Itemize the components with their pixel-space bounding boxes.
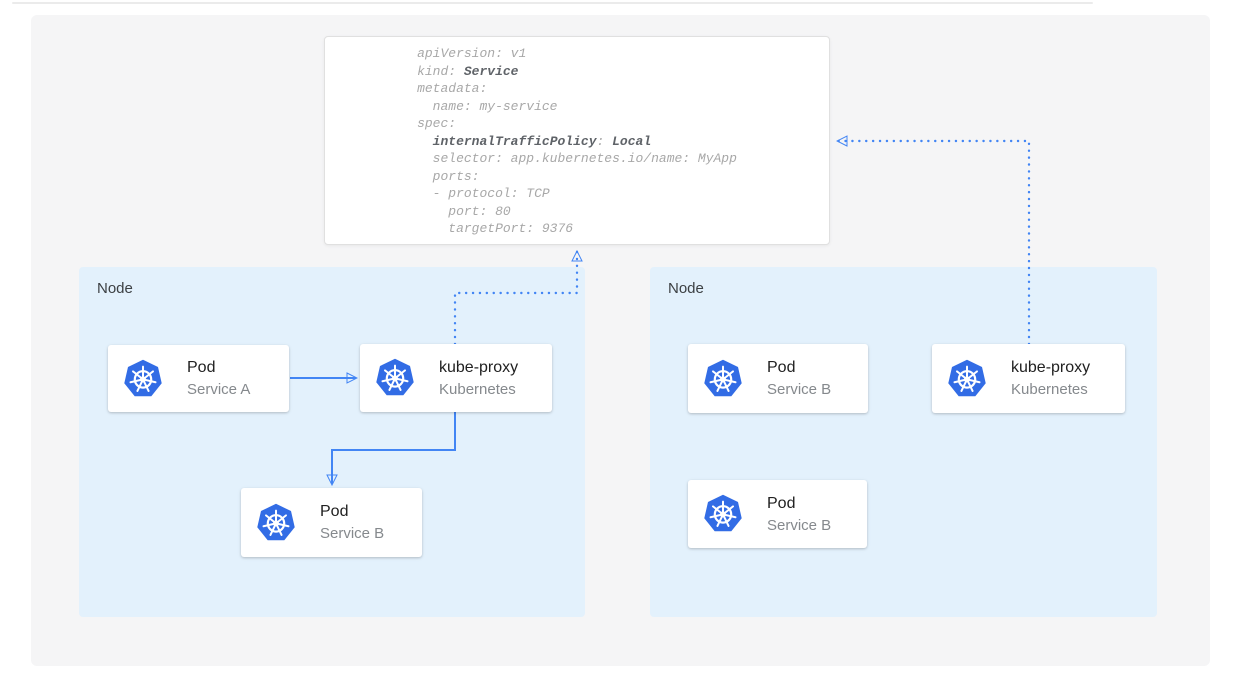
card-text: Pod Service B	[320, 502, 384, 543]
node-label: Node	[668, 280, 704, 297]
kubernetes-logo-icon	[256, 503, 296, 543]
code-line: - protocol: TCP	[417, 186, 550, 201]
card-subtitle: Service A	[187, 381, 251, 398]
code-line: targetPort: 9376	[417, 221, 574, 236]
card-title: Pod	[187, 359, 216, 376]
kubernetes-logo-icon	[703, 494, 743, 534]
kubernetes-logo-icon	[947, 359, 987, 399]
card-text: Pod Service B	[767, 494, 831, 535]
code-line: kind: Service	[417, 63, 519, 79]
code-line: internalTrafficPolicy: Local	[432, 133, 652, 149]
kube-proxy-right-card: kube-proxy Kubernetes	[932, 344, 1125, 413]
card-subtitle: Service B	[767, 381, 832, 398]
node-box-right: Node	[650, 267, 1157, 617]
kube-proxy-left-card: kube-proxy Kubernetes	[360, 344, 552, 412]
card-title: Pod	[767, 359, 796, 376]
pod-service-a-card: Pod Service A	[108, 345, 289, 412]
card-title: kube-proxy	[439, 358, 519, 376]
yaml-code: apiVersion: v1 kind: Service metadata: nam…	[417, 45, 737, 244]
kubernetes-logo-icon	[123, 359, 163, 399]
card-subtitle: Kubernetes	[439, 380, 516, 398]
card-subtitle: Service B	[320, 525, 385, 542]
node-box-left: Node	[79, 267, 585, 617]
card-subtitle: Kubernetes	[1011, 381, 1088, 398]
card-text: Pod Service A	[187, 358, 250, 399]
card-title: kube-proxy	[1011, 359, 1091, 376]
kubernetes-logo-icon	[375, 358, 415, 398]
code-line: spec:	[417, 116, 457, 131]
code-line: ports:	[417, 168, 480, 184]
code-line: apiVersion: v1	[417, 46, 527, 61]
node-label: Node	[97, 280, 133, 297]
pod-service-b-right-bottom-card: Pod Service B	[688, 480, 867, 548]
card-text: kube-proxy Kubernetes	[1011, 358, 1090, 399]
card-text: Pod Service B	[767, 358, 831, 399]
code-line: name: my-service	[417, 98, 558, 114]
card-text: kube-proxy Kubernetes	[439, 358, 518, 399]
card-title: Pod	[320, 503, 349, 520]
page-divider-line	[12, 2, 1093, 4]
pod-service-b-right-top-card: Pod Service B	[688, 344, 868, 413]
code-line: selector: app.kubernetes.io/name: MyApp	[417, 151, 737, 166]
service-yaml-card: apiVersion: v1 kind: Service metadata: nam…	[324, 36, 830, 245]
card-subtitle: Service B	[767, 516, 832, 534]
code-line: port: 80	[417, 203, 511, 219]
kubernetes-logo-icon	[703, 359, 743, 399]
pod-service-b-left-card: Pod Service B	[241, 488, 422, 557]
code-line: metadata:	[417, 81, 488, 96]
card-title: Pod	[767, 494, 796, 512]
